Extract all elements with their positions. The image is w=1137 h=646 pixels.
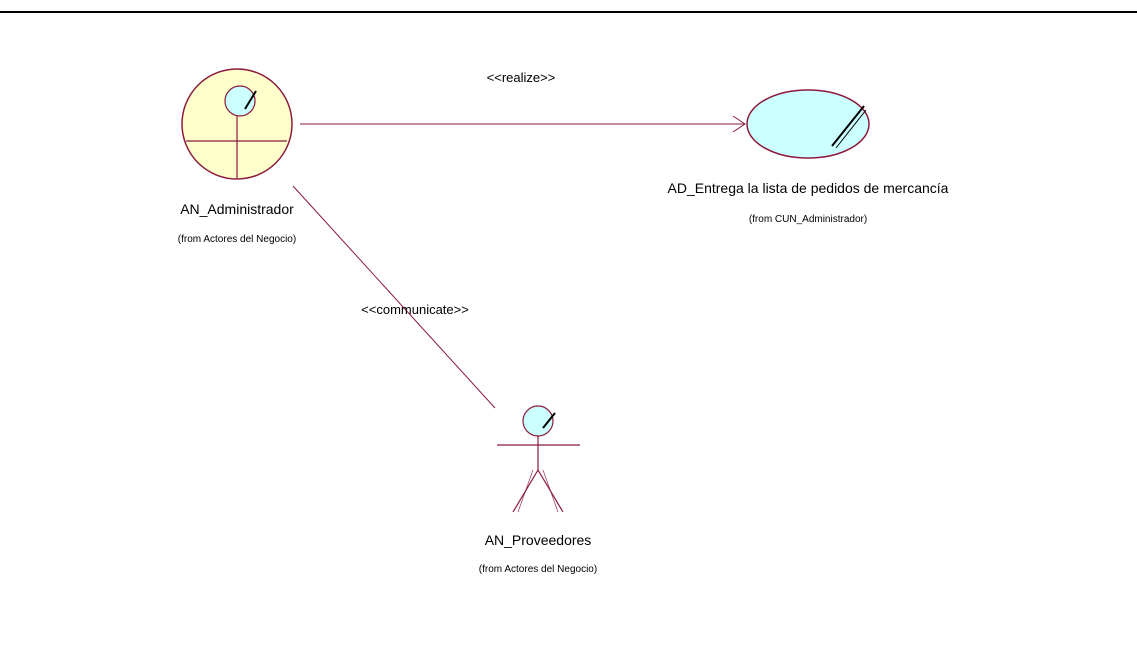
business-use-case-icon (746, 89, 870, 159)
actor-proveedores-origin: (from Actores del Negocio) (479, 564, 597, 575)
use-case-name: AD_Entrega la lista de pedidos de mercan… (668, 180, 949, 196)
communicate-stereotype: <<communicate>> (361, 302, 469, 317)
realize-stereotype: <<realize>> (487, 70, 556, 85)
business-actor-icon (181, 68, 293, 180)
business-actor-administrador[interactable]: AN_Administrador (from Actores del Negoc… (178, 68, 296, 245)
actor-administrador-origin: (from Actores del Negocio) (178, 234, 296, 245)
communicate-relation[interactable]: <<communicate>> (292, 185, 496, 409)
use-case-entrega-lista[interactable]: AD_Entrega la lista de pedidos de mercan… (668, 89, 949, 225)
realize-arrowhead (732, 115, 746, 133)
actor-proveedores[interactable]: AN_Proveedores (from Actores del Negocio… (479, 405, 597, 575)
actor-administrador-name: AN_Administrador (180, 201, 294, 217)
stick-figure-icon (497, 405, 580, 513)
realize-relation[interactable]: <<realize>> (300, 70, 746, 133)
actor-proveedores-name: AN_Proveedores (485, 532, 592, 548)
use-case-origin: (from CUN_Administrador) (749, 214, 867, 225)
